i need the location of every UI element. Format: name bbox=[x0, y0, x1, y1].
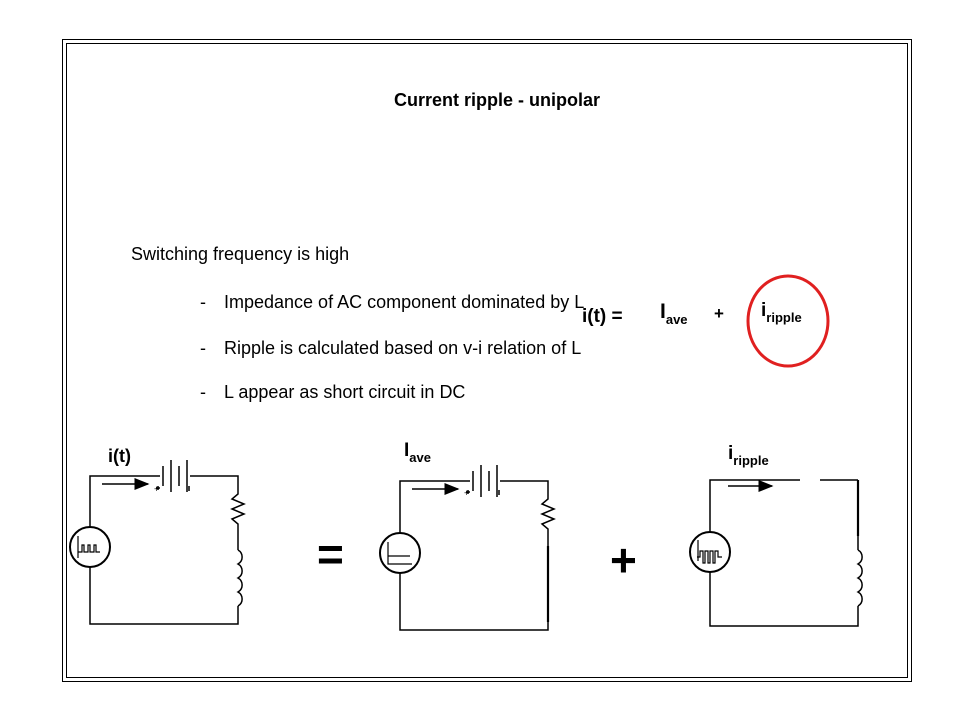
equation-iave-sub: ave bbox=[665, 312, 688, 327]
equation-iripple-main: i bbox=[761, 300, 767, 321]
slide-title: Current ripple - unipolar bbox=[394, 90, 601, 110]
plus-sign: + bbox=[610, 534, 637, 586]
middle-battery-plus: + bbox=[464, 488, 469, 498]
equation-iripple-sub: ripple bbox=[766, 310, 802, 325]
bullet-text: Ripple is calculated based on v-i relati… bbox=[224, 338, 582, 358]
left-battery-plus: + bbox=[154, 484, 159, 494]
left-circuit bbox=[69, 460, 246, 625]
right-label-sub: ripple bbox=[733, 453, 769, 468]
bullet-text: Impedance of AC component dominated by L bbox=[224, 292, 585, 312]
bullet-item-ripple: -Ripple is calculated based on v-i relat… bbox=[200, 338, 581, 359]
right-circuit-label: iripple bbox=[728, 443, 769, 468]
heading-text: Switching frequency is high bbox=[131, 244, 350, 264]
slide-frame-outer bbox=[62, 39, 912, 682]
middle-circuit-label: Iave bbox=[404, 440, 431, 465]
equation-lhs: i(t) = bbox=[582, 306, 623, 327]
bullet-dash: - bbox=[200, 338, 206, 358]
middle-circuit bbox=[379, 465, 556, 631]
equation-iave: Iave bbox=[660, 300, 688, 327]
right-circuit bbox=[689, 479, 863, 627]
left-circuit-label: i(t) bbox=[108, 446, 131, 466]
bullet-item-short-circuit: -L appear as short circuit in DC bbox=[200, 382, 465, 403]
bullet-dash: - bbox=[200, 382, 206, 402]
middle-label-sub: ave bbox=[409, 450, 431, 465]
equation-iripple: iripple bbox=[761, 300, 802, 325]
slide-frame-inner bbox=[66, 43, 908, 678]
bullet-dash: - bbox=[200, 292, 206, 312]
highlight-circle bbox=[746, 274, 830, 368]
equals-sign: = bbox=[317, 528, 344, 580]
bullet-item-impedance: -Impedance of AC component dominated by … bbox=[200, 292, 584, 313]
right-label-main: i bbox=[728, 443, 734, 464]
middle-label-main: I bbox=[404, 440, 410, 461]
equation-iave-main: I bbox=[660, 300, 666, 323]
equation-plus: + bbox=[714, 304, 724, 323]
bullet-text: L appear as short circuit in DC bbox=[224, 382, 466, 402]
